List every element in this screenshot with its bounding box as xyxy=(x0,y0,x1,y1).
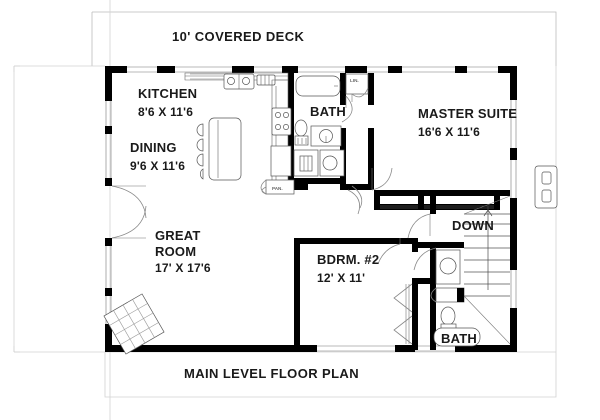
master-bath-label: BATH xyxy=(310,104,346,119)
bedroom2-dimensions: 12' X 11' xyxy=(317,271,365,285)
dining-dimensions: 9'6 X 11'6 xyxy=(130,159,185,173)
refrigerator-icon xyxy=(270,145,292,177)
bedroom2-label: BDRM. #2 xyxy=(317,252,379,267)
half-bath-label: BATH xyxy=(441,331,477,346)
bathtub-icon xyxy=(295,75,341,97)
linen-label: LIN. xyxy=(350,78,359,83)
great-room-dimensions: 17' X 17'6 xyxy=(155,261,211,275)
master-bath-fixtures: LIN. xyxy=(294,73,369,147)
bedroom2-closet xyxy=(393,283,413,345)
pantry-door xyxy=(260,179,295,195)
linen-closet xyxy=(345,73,369,102)
great-room-label-line2: ROOM xyxy=(155,244,196,259)
stairs-down-label: DOWN xyxy=(452,218,494,233)
kitchen-label: KITCHEN xyxy=(138,86,197,101)
great-room-features xyxy=(103,185,165,355)
dining-label: DINING xyxy=(130,140,177,155)
pantry-label: PAN. xyxy=(272,186,283,191)
cooktop-icon xyxy=(271,107,292,136)
half-bath-fixtures xyxy=(430,249,481,347)
dining-table-icon xyxy=(196,117,242,181)
master-suite-label: MASTER SUITE xyxy=(418,106,517,121)
room-labels: KITCHEN 8'6 X 11'6 DINING 9'6 X 11'6 GRE… xyxy=(130,86,517,346)
bath-door xyxy=(341,95,353,123)
kitchen-fixtures: PAN. xyxy=(184,72,295,195)
exterior-fixture-icon xyxy=(534,165,558,209)
plan-title: MAIN LEVEL FLOOR PLAN xyxy=(184,366,359,381)
staircase xyxy=(463,195,511,345)
master-toilet-icon xyxy=(294,119,309,146)
great-room-label-line1: GREAT xyxy=(155,228,201,243)
fireplace-icon xyxy=(103,293,165,355)
deck-label: 10' COVERED DECK xyxy=(172,29,305,44)
master-vanity-icon xyxy=(310,125,342,147)
french-doors xyxy=(111,185,147,239)
laundry-fixtures xyxy=(293,149,345,177)
master-suite-dimensions: 16'6 X 11'6 xyxy=(418,125,480,139)
hallway-doors xyxy=(347,167,437,271)
kitchen-dimensions: 8'6 X 11'6 xyxy=(138,105,193,119)
kitchen-sink-icon xyxy=(223,73,255,90)
